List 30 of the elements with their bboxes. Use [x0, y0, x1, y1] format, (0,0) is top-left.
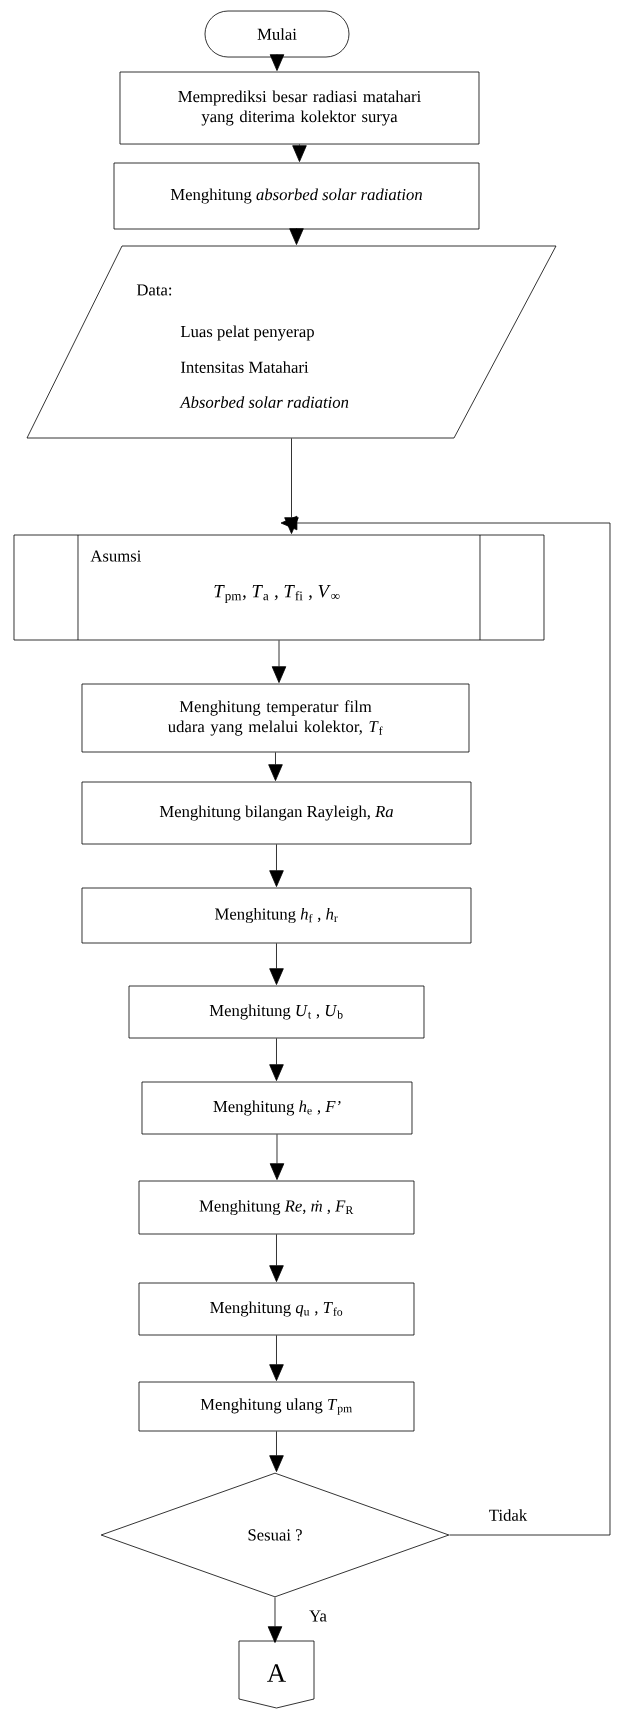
edge-label: Tidak — [487, 1507, 529, 1523]
process-box: Menghitung q$_{u}$ , T$_{fo}$ — [138, 1282, 415, 1336]
arrow — [269, 1038, 284, 1081]
arrow — [271, 640, 287, 683]
process-box: Menghitung absorbed solar radiation — [113, 162, 480, 230]
arrow — [292, 144, 307, 162]
arrow — [269, 1234, 284, 1282]
arrow — [269, 943, 284, 985]
arrow — [269, 1431, 284, 1472]
arrow — [268, 752, 283, 781]
process-box: Menghitung temperatur film udara yang melalui kolektor, T$_{f}$ — [81, 683, 470, 753]
predefined-process-box: Asumsi T$_{pm}$, T$_{a}$ , T$_{fi}$ , V$_{∞}$ — [13, 534, 545, 641]
arrow — [269, 54, 285, 71]
process-box: Menghitung ulang T$_{pm}$ — [138, 1381, 415, 1432]
process-box: Menghitung Re, ṁ , F$_{R}$ — [138, 1180, 415, 1235]
arrow — [280, 515, 611, 1536]
process-box: Menghitung bilangan Rayleigh, Ra — [81, 781, 472, 845]
off-page-connector: A — [238, 1640, 315, 1709]
arrow — [289, 228, 304, 245]
arrow — [267, 1597, 283, 1643]
edge-label: Ya — [307, 1609, 329, 1623]
data-parallelogram: Data: Luas pelat penyerap Intensitas Matahari Absorbed solar radiation — [26, 245, 557, 439]
process-box: Menghitung h$_{e}$ , F’ — [141, 1081, 413, 1135]
start-terminator: Mulai — [204, 10, 350, 58]
process-box: Memprediksi besar radiasi matahari yang diterima kolektor surya — [119, 71, 480, 145]
arrow — [269, 1134, 285, 1180]
arrow — [269, 1335, 284, 1381]
process-box: Menghitung h$_{f}$ , h$_{r}$ — [81, 887, 472, 944]
process-box: Menghitung U$_{t}$ , U$_{b}$ — [128, 985, 425, 1039]
arrow — [269, 844, 284, 887]
